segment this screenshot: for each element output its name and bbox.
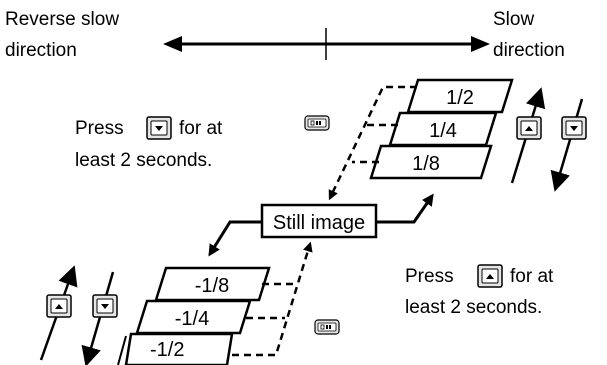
speed-label-neg-1-4: -1/4: [175, 308, 209, 330]
reverse-speed-stack: -1/8 -1/4 -1/2: [124, 266, 271, 365]
instruction-down: Press for at least 2 seconds.: [75, 116, 223, 171]
reverse-arrowhead: [163, 36, 182, 52]
forward-down-arrow: [550, 98, 584, 192]
instruction-up-line2: least 2 seconds.: [405, 297, 542, 318]
still-image-label: Still image: [273, 212, 365, 234]
up-button-icon-reverse: [46, 294, 72, 318]
reverse-label-line2: direction: [5, 40, 77, 61]
still-to-reverse-arrow: [208, 220, 262, 257]
speed-label-1-8: 1/8: [412, 153, 440, 175]
slow-label-line2: direction: [493, 40, 565, 61]
speed-box-neg-1-8: [154, 266, 271, 302]
instruction-down-button-icon: [146, 116, 172, 140]
slow-label-line1: Slow: [493, 9, 534, 30]
up-button-icon: [516, 116, 542, 140]
speed-box-1-8: [369, 144, 493, 180]
down-button-icon-reverse: [92, 294, 118, 318]
speed-box-1-2: [406, 78, 514, 114]
speed-label-neg-1-2: -1/2: [150, 339, 184, 361]
down-button-icon: [561, 116, 587, 140]
direction-header: Reverse slow direction Slow direction: [5, 9, 565, 61]
reverse-label-line1: Reverse slow: [5, 9, 119, 30]
instruction-down-line2: least 2 seconds.: [75, 150, 212, 171]
speed-label-neg-1-8: -1/8: [195, 275, 229, 297]
instruction-down-forat: for at: [179, 118, 223, 139]
pause-icon-forward: [304, 115, 330, 131]
slow-arrowhead: [471, 36, 490, 52]
forward-return-dashes: [328, 85, 417, 201]
speed-box-neg-1-4: [135, 299, 252, 335]
instruction-up-button-icon: [477, 264, 503, 288]
speed-box-neg-1-2: [124, 332, 234, 365]
speed-label-1-4: 1/4: [429, 120, 457, 142]
instruction-up-press: Press: [405, 266, 454, 287]
instruction-up-forat: for at: [510, 266, 554, 287]
reverse-edge-line: [117, 335, 127, 365]
reverse-return-dashes: [232, 241, 313, 357]
pause-icon-reverse: [314, 319, 340, 335]
instruction-down-press: Press: [75, 118, 124, 139]
speed-label-1-2: 1/2: [446, 87, 474, 109]
forward-speed-stack: 1/2 1/4 1/8: [369, 78, 514, 180]
instruction-up: Press for at least 2 seconds.: [405, 264, 554, 318]
still-to-forward-arrow: [376, 193, 434, 224]
